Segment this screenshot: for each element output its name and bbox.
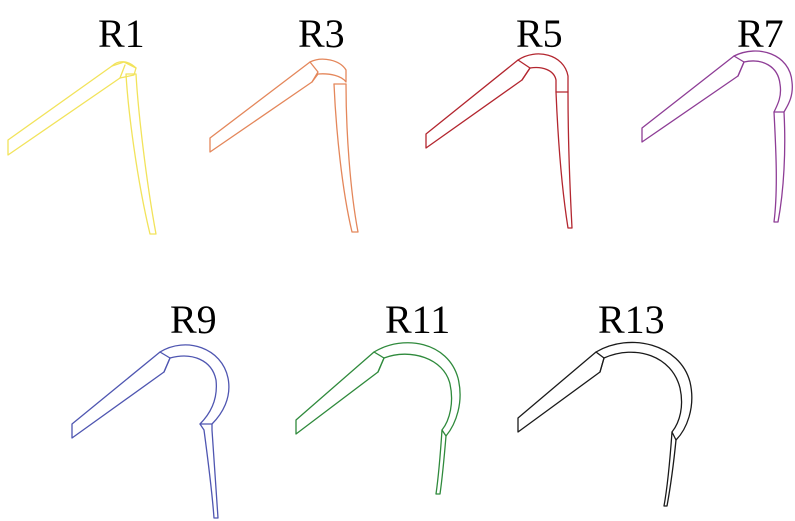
panel-r9: R9 <box>71 297 230 519</box>
hook-shape-r7 <box>641 50 793 223</box>
label-r1: R1 <box>98 11 145 56</box>
label-r11: R11 <box>385 297 450 342</box>
panel-r3: R3 <box>209 11 359 233</box>
panel-r1: R1 <box>7 11 157 235</box>
hook-shape-r3 <box>209 58 359 233</box>
label-r7: R7 <box>737 11 784 56</box>
panel-r5: R5 <box>425 11 573 229</box>
panel-r11: R11 <box>295 297 461 495</box>
hook-shape-r11 <box>295 342 461 495</box>
hook-shape-r5 <box>425 53 573 229</box>
label-r5: R5 <box>516 11 563 56</box>
panel-r13: R13 <box>517 297 693 507</box>
hook-shape-r9 <box>71 344 230 519</box>
panel-r7: R7 <box>641 11 793 223</box>
hook-shape-r13 <box>517 341 693 507</box>
label-r13: R13 <box>598 297 665 342</box>
label-r3: R3 <box>298 11 345 56</box>
label-r9: R9 <box>170 297 217 342</box>
hook-shape-r1 <box>7 61 157 235</box>
